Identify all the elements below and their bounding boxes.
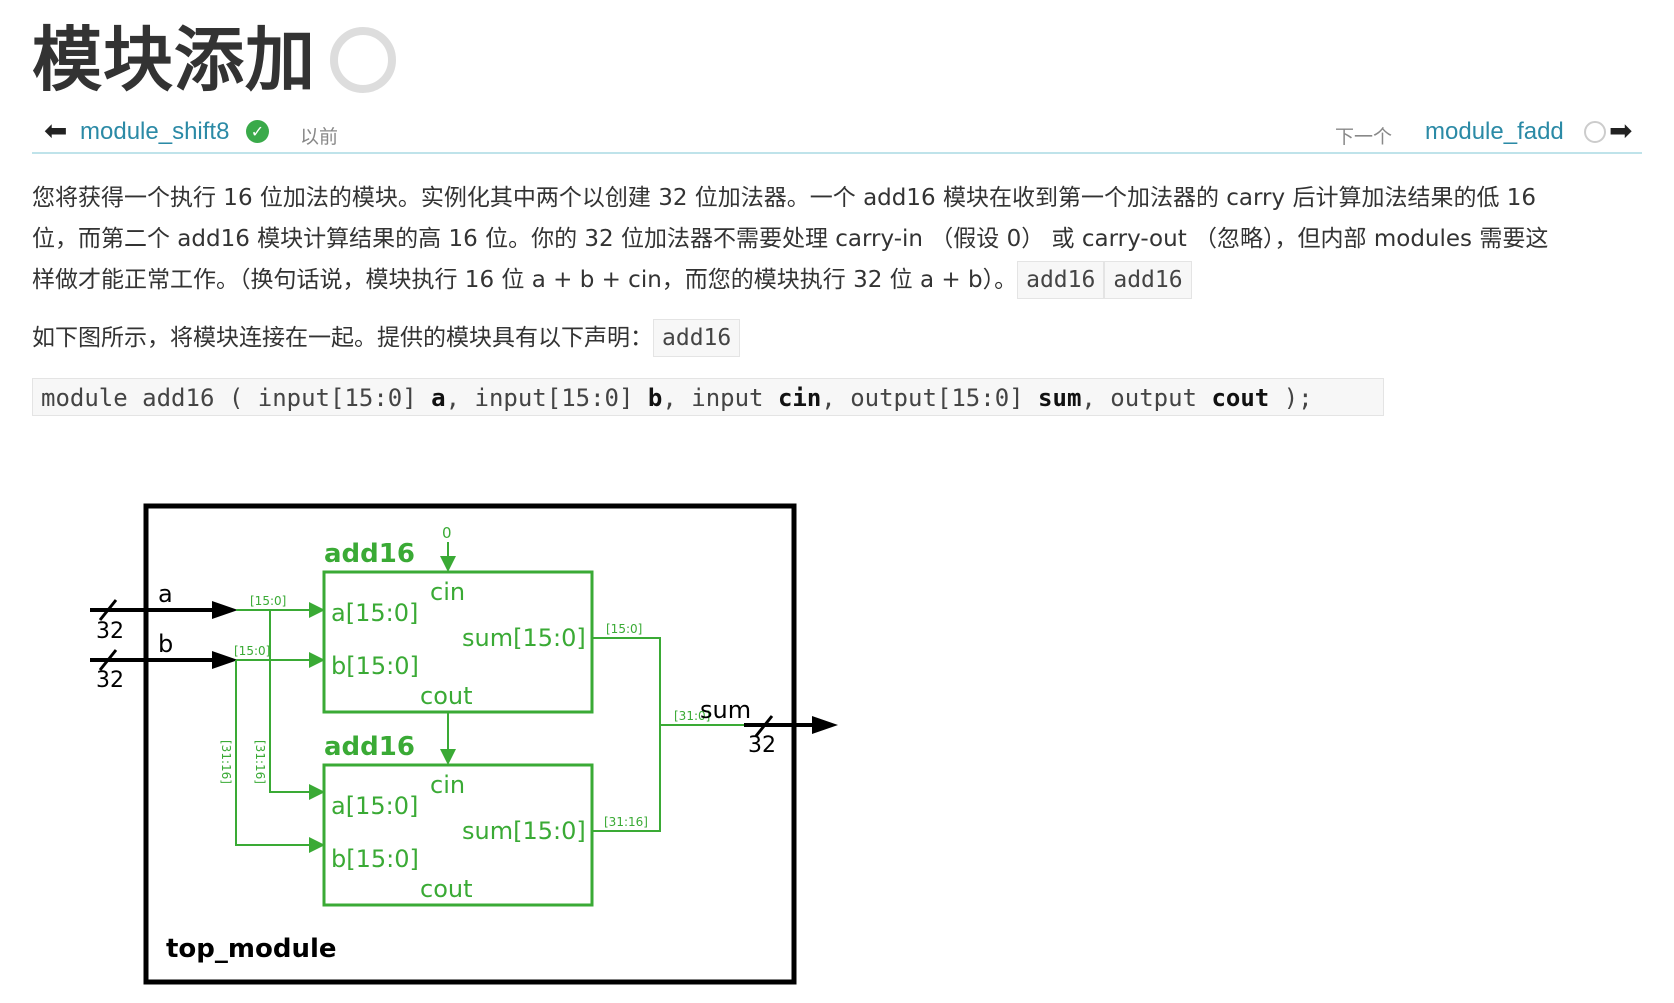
b-high-wire (235, 660, 325, 853)
a-port-label: a[15:0] (331, 792, 418, 820)
code-text: module add16 ( input[15:0] (41, 384, 432, 412)
code-inline-add16: add16 (1017, 261, 1105, 299)
code-port-b: b (647, 384, 663, 412)
cin-label: cin (430, 578, 465, 606)
top-module-label: top_module (166, 934, 337, 964)
bits-15-0-label: [15:0] (250, 594, 286, 608)
arrow-left-icon[interactable]: ⬅ (44, 114, 68, 147)
add16-upper-label: add16 (324, 539, 415, 569)
bits-31-0-label: [31:0] (674, 709, 710, 723)
bits-31-16-label: [31:16] (604, 815, 648, 829)
bus-slash (754, 715, 774, 737)
declaration-text: 如下图所示，将模块连接在一起。提供的模块具有以下声明：add16 (32, 318, 1642, 359)
arrow-right-icon[interactable]: ➡ (1609, 114, 1633, 147)
description-line-3-text: 样做才能正常工作。（换句话说，模块执行 16 位 a + b + cin，而您的… (32, 267, 1018, 293)
cout-label: cout (420, 682, 473, 710)
width-32-label: 32 (96, 668, 124, 693)
description: 您将获得一个执行 16 位加法的模块。实例化其中两个以创建 32 位加法器。一个… (32, 178, 1642, 301)
sum-port-label: sum[15:0] (462, 817, 586, 845)
code-text: , input (662, 384, 778, 412)
sum-high-wire (592, 725, 661, 832)
sum-port-label: sum[15:0] (462, 624, 586, 652)
status-circle-icon (330, 27, 396, 93)
width-32-label: 32 (96, 619, 124, 644)
add16-lower-label: add16 (324, 732, 415, 762)
bits-15-0-label: [15:0] (606, 622, 642, 636)
add16-upper-box (322, 570, 594, 714)
bits-31-16-label: [31:16] (219, 740, 233, 784)
sum-low-wire (592, 637, 661, 725)
declaration-sentence: 如下图所示，将模块连接在一起。提供的模块具有以下声明： (32, 325, 653, 351)
width-32-label: 32 (748, 733, 776, 758)
output-sum-arrow (812, 716, 838, 734)
input-b-label: b (158, 630, 173, 658)
code-text: , input[15:0] (445, 384, 648, 412)
a-high-wire (269, 610, 325, 800)
code-inline-add16: add16 (1104, 261, 1192, 299)
description-line-1: 您将获得一个执行 16 位加法的模块。实例化其中两个以创建 32 位加法器。一个… (32, 185, 1537, 211)
code-text: ); (1269, 384, 1313, 412)
a-port-label: a[15:0] (331, 599, 418, 627)
empty-circle-icon (1584, 121, 1606, 143)
code-port-cin: cin (777, 384, 822, 412)
prev-label: 以前 (300, 126, 339, 148)
bus-slash (98, 649, 118, 671)
check-circle-icon: ✓ (246, 120, 269, 143)
page-title: 模块添加 (32, 19, 316, 101)
next-label: 下一个 (1335, 126, 1393, 148)
top-module-box (143, 503, 797, 985)
input-b-arrow (212, 651, 238, 669)
problem-nav: ⬅ module_shift8 ✓ 以前 下一个 module_fadd ➡ (32, 112, 1642, 154)
output-sum-label: sum (700, 696, 751, 724)
code-port-cout: cout (1211, 384, 1270, 412)
next-problem-link[interactable]: module_fadd (1425, 118, 1564, 145)
b-port-label: b[15:0] (331, 845, 419, 873)
input-a-label: a (158, 580, 173, 608)
bits-15-0-label: [15:0] (234, 644, 270, 658)
cout-label: cout (420, 875, 473, 903)
add16-lower-box (322, 763, 594, 907)
module-declaration-code: module add16 ( input[15:0] a, input[15:0… (32, 378, 1384, 416)
bus-slash (98, 599, 118, 621)
code-text: , output[15:0] (821, 384, 1039, 412)
b-port-label: b[15:0] (331, 652, 419, 680)
code-port-sum: sum (1038, 384, 1082, 412)
input-a-arrow (212, 601, 238, 619)
code-port-a: a (431, 384, 446, 412)
zero-constant-label: 0 (442, 524, 452, 542)
adder-diagram: top_module add16 cin a[15:0] sum[15:0] b… (90, 503, 838, 985)
bits-31-16-label: [31:16] (253, 740, 267, 784)
code-inline-add16: add16 (653, 319, 741, 357)
description-line-2: 位，而第二个 add16 模块计算结果的高 16 位。你的 32 位加法器不需要… (32, 226, 1549, 252)
prev-problem-link[interactable]: module_shift8 (80, 118, 230, 145)
code-text: , output (1081, 384, 1212, 412)
description-line-3: 样做才能正常工作。（换句话说，模块执行 16 位 a + b + cin，而您的… (32, 260, 1642, 301)
cin-label: cin (430, 771, 465, 799)
